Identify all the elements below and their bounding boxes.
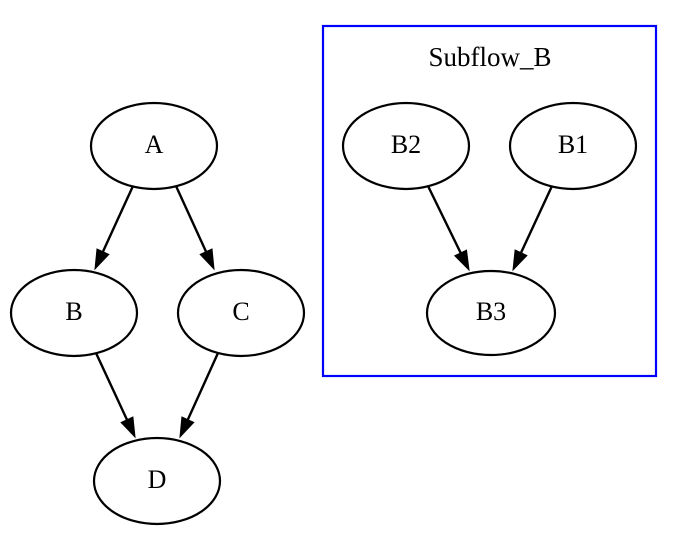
edge-line	[426, 185, 464, 257]
edge-line	[518, 185, 554, 256]
cluster-Subflow_B: Subflow_B	[321, 24, 658, 378]
edge-line	[100, 185, 135, 255]
node-label-B3: B3	[476, 297, 506, 326]
node-A[interactable]: A	[89, 101, 219, 191]
edge-arrowhead	[94, 248, 110, 271]
edge-arrowhead	[199, 248, 215, 271]
node-shape-B3[interactable]	[425, 269, 557, 357]
node-label-C: C	[232, 297, 249, 326]
edge-B1-to-B3	[512, 185, 554, 272]
edge-arrowhead	[512, 249, 528, 272]
node-B[interactable]: B	[9, 268, 139, 358]
node-C[interactable]: C	[176, 268, 306, 358]
node-shape-D[interactable]	[92, 436, 222, 526]
node-shape-B2[interactable]	[341, 101, 471, 191]
node-label-B: B	[65, 297, 82, 326]
edge-B-to-D	[94, 352, 136, 439]
edge-A-to-B	[94, 185, 135, 271]
edge-line	[174, 185, 209, 255]
node-shape-B1[interactable]	[508, 101, 638, 191]
edge-arrowhead	[453, 249, 470, 272]
node-B3[interactable]: B3	[425, 269, 557, 357]
node-label-B2: B2	[391, 130, 421, 159]
node-shape-B[interactable]	[9, 268, 139, 358]
clusters-layer: Subflow_B	[321, 24, 658, 378]
node-shape-A[interactable]	[89, 101, 219, 191]
edge-C-to-D	[179, 352, 220, 439]
cluster-border	[321, 24, 658, 378]
edge-arrowhead	[179, 416, 195, 439]
edge-line	[185, 352, 220, 423]
node-label-A: A	[145, 130, 164, 159]
edge-line	[94, 352, 130, 423]
node-B2[interactable]: B2	[341, 101, 471, 191]
edges-layer	[94, 185, 554, 439]
node-B1[interactable]: B1	[508, 101, 638, 191]
node-label-D: D	[148, 465, 167, 494]
edge-arrowhead	[120, 416, 136, 439]
edge-B2-to-B3	[426, 185, 470, 272]
node-shape-C[interactable]	[176, 268, 306, 358]
node-D[interactable]: D	[92, 436, 222, 526]
node-label-B1: B1	[558, 130, 588, 159]
cluster-label: Subflow_B	[428, 42, 551, 72]
edge-A-to-C	[174, 185, 215, 271]
